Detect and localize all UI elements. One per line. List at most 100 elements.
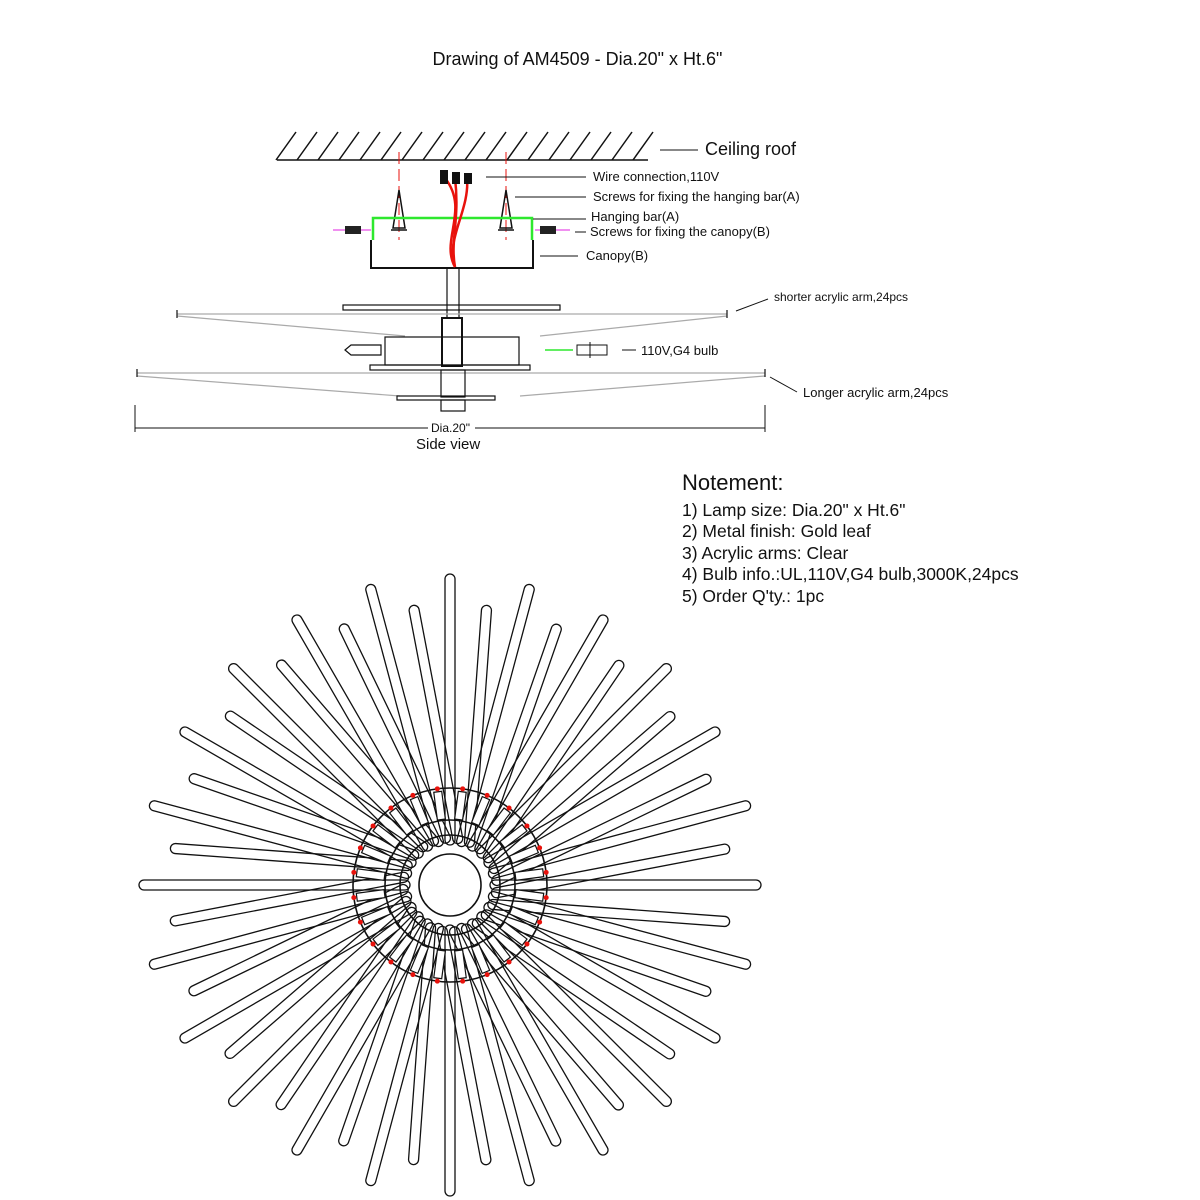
g4-bulb-icon [576, 342, 608, 358]
drawing-title: Drawing of AM4509 - Dia.20" x Ht.6" [432, 49, 723, 69]
label-screws-bar: Screws for fixing the hanging bar(A) [593, 189, 800, 204]
bulb-icon [499, 823, 528, 849]
ceiling-hatch [275, 131, 654, 161]
acrylic-arm [487, 800, 752, 880]
bulb-icon [409, 795, 430, 827]
hatch-line [611, 131, 633, 161]
notes-heading: Notement: [682, 470, 784, 495]
note-item: 5) Order Q'ty.: 1pc [682, 585, 825, 606]
acrylic-arm [448, 926, 562, 1147]
bulb-tip [524, 823, 530, 829]
label-wire: Wire connection,110V [593, 169, 720, 184]
bulb-icon [453, 790, 467, 821]
bulb-icon [409, 943, 430, 975]
bulb-icon [388, 807, 414, 836]
hatch-line [296, 131, 318, 161]
screw-canopy-left-icon [333, 226, 371, 234]
ring [418, 853, 482, 917]
acrylic-arm [227, 662, 424, 859]
hatch-line [275, 131, 297, 161]
acrylic-arm [291, 918, 434, 1156]
bulb-icon [372, 823, 401, 849]
hatch-line [401, 131, 423, 161]
acrylic-arm [138, 879, 411, 891]
acrylic-arm [444, 924, 456, 1197]
bulb-tip [388, 805, 394, 811]
acrylic-arm [338, 623, 452, 844]
canopy [370, 240, 534, 269]
wires [444, 177, 469, 268]
dimension-line [134, 405, 766, 432]
acrylic-arm [179, 726, 417, 869]
hatch-line [359, 131, 381, 161]
acrylic-arm [471, 917, 676, 1060]
hatch-line [422, 131, 444, 161]
acrylic-arm [463, 604, 493, 848]
bulb-tip [484, 792, 490, 798]
bulb-icon [433, 949, 447, 980]
acrylic-arm [338, 915, 426, 1147]
acrylic-arm [188, 883, 409, 997]
acrylic-arm [148, 890, 413, 970]
bulb-tip [434, 786, 440, 792]
hatch-line [317, 131, 339, 161]
acrylic-arm [476, 911, 673, 1108]
acrylic-arm [407, 922, 437, 1166]
hatch-line [464, 131, 486, 161]
hatch-line [485, 131, 507, 161]
acrylic-arm [179, 901, 417, 1044]
dimension-label: Dia.20" [431, 421, 470, 435]
screw-canopy-right-icon [535, 226, 570, 234]
acrylic-arm [455, 922, 535, 1187]
bulb-tip [410, 792, 416, 798]
bulb-tip [434, 978, 440, 984]
ring [352, 787, 548, 983]
bulb-tip [460, 786, 466, 792]
label-canopy: Canopy(B) [586, 248, 649, 263]
note-item: 2) Metal finish: Gold leaf [682, 521, 871, 541]
bulb-tip [537, 919, 543, 925]
acrylic-arm [455, 583, 535, 848]
note-item: 1) Lamp size: Dia.20" x Ht.6" [682, 499, 906, 520]
bulb-tip [370, 823, 376, 829]
bulb-tip [537, 845, 543, 851]
label-short-arm: shorter acrylic arm,24pcs [774, 290, 909, 304]
hatch-line [548, 131, 570, 161]
bulb-tip [543, 869, 549, 875]
acrylic-arm [488, 710, 676, 875]
hatch-line [380, 131, 402, 161]
acrylic-arm [224, 895, 412, 1060]
acrylic-arm [291, 614, 434, 852]
hatch-line [338, 131, 360, 161]
note-item: 3) Acrylic arms: Clear [682, 542, 849, 563]
hatch-line [632, 131, 654, 161]
acrylic-arm [444, 573, 456, 846]
acrylic-arm [474, 623, 562, 855]
screw-hanging-bar-right-icon [498, 189, 514, 231]
label-long-arm: Longer acrylic arm,24pcs [803, 385, 949, 400]
bulb-icon [486, 807, 512, 836]
hatch-line [569, 131, 591, 161]
bulb-icon [360, 844, 392, 865]
ring [399, 834, 501, 936]
bulb-icon [499, 921, 528, 947]
bulb-tip [524, 941, 530, 947]
hatch-line [506, 131, 528, 161]
acrylic-arm [224, 710, 429, 853]
acrylic-arm [408, 604, 464, 845]
bulb-tip [388, 959, 394, 965]
acrylic-arm [476, 662, 673, 859]
acrylic-arm [365, 922, 445, 1187]
acrylic-arm [490, 843, 731, 899]
acrylic-arm [275, 906, 418, 1111]
bulb-tip [506, 959, 512, 965]
screw-hanging-bar-left-icon [391, 189, 407, 231]
label-screws-canopy: Screws for fixing the canopy(B) [590, 224, 770, 239]
acrylic-arm [483, 901, 721, 1044]
acrylic-arm [169, 871, 410, 927]
bulb-tip [543, 895, 549, 901]
bulb-tip [410, 972, 416, 978]
label-ceiling: Ceiling roof [705, 139, 797, 159]
acrylic-arm [227, 911, 424, 1108]
